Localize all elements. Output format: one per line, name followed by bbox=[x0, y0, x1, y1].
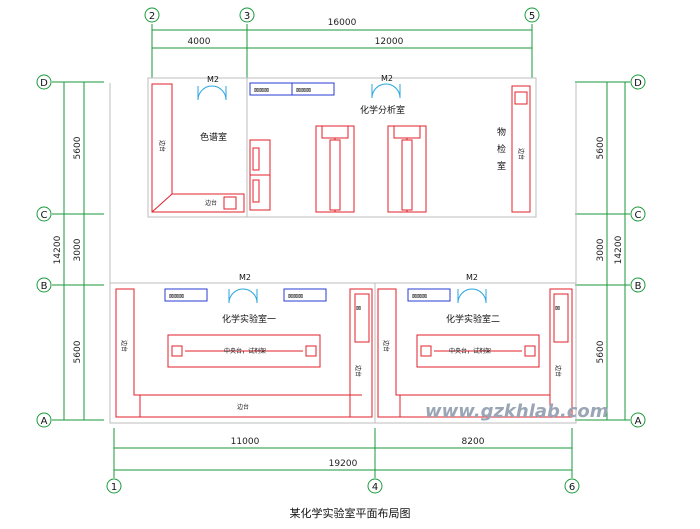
dimension-lines: 16000 4000 12000 11000 8200 19200 5600 3… bbox=[52, 18, 630, 478]
axis-right-b: B bbox=[635, 281, 642, 292]
svg-text:⊠⊠⊠: ⊠⊠⊠ bbox=[296, 87, 311, 94]
analysis-room-label: 化学分析室 bbox=[360, 104, 405, 116]
inspection-bench-label: 边台 bbox=[517, 148, 525, 160]
axis-top-5: 5 bbox=[529, 11, 535, 22]
dim-right-mid: 3000 bbox=[596, 238, 606, 261]
lab1-bench-right-label: 边台 bbox=[354, 365, 362, 377]
svg-text:⊠⊠⊠: ⊠⊠⊠ bbox=[288, 293, 303, 300]
svg-text:⊠: ⊠ bbox=[356, 305, 361, 312]
dim-bottom-total: 19200 bbox=[329, 459, 358, 469]
svg-text:⊠⊠⊠: ⊠⊠⊠ bbox=[254, 87, 269, 94]
chromatography-room-label: 色谱室 bbox=[200, 131, 227, 143]
watermark-text: www.gzkhlab.com bbox=[425, 401, 609, 422]
chromatography-bench-bottom-label: 边台 bbox=[205, 199, 217, 207]
door-m2-lab2: M2 bbox=[466, 273, 478, 282]
door-m2-chromatography: M2 bbox=[207, 75, 219, 84]
axis-left-d: D bbox=[40, 78, 48, 89]
dim-right-lower: 5600 bbox=[596, 340, 606, 363]
dim-right-upper: 5600 bbox=[596, 136, 606, 159]
dim-top-left: 4000 bbox=[188, 37, 211, 47]
axis-top-3: 3 bbox=[244, 11, 250, 22]
plan-caption: 某化学实验室平面布局图 bbox=[290, 506, 411, 520]
chromatography-room: 边台 边台 色谱室 M2 bbox=[151, 75, 245, 213]
axis-left-a: A bbox=[41, 416, 48, 427]
axis-bottom-6: 6 bbox=[569, 482, 575, 493]
lab2-bench-left-label: 边台 bbox=[382, 340, 390, 352]
inspection-room: 边台 物 检 室 bbox=[497, 85, 531, 213]
lab1-label: 化学实验室一 bbox=[222, 313, 276, 325]
svg-text:⊠⊠⊠: ⊠⊠⊠ bbox=[412, 293, 427, 300]
lab1-central-bench-label: 中央台，试剂架 bbox=[224, 347, 266, 355]
axis-bubbles: 2 3 5 1 4 6 D C B A D C B A bbox=[36, 7, 646, 494]
lab2-bench-right-label: 边台 bbox=[554, 365, 562, 377]
axis-left-b: B bbox=[41, 281, 48, 292]
dim-bottom-right: 8200 bbox=[462, 437, 485, 447]
walls bbox=[109, 77, 577, 424]
axis-top-2: 2 bbox=[149, 11, 155, 22]
axis-right-c: C bbox=[635, 210, 642, 221]
lab-room-1: ⊠⊠⊠ ⊠⊠⊠ M2 化学实验室一 边台 边台 边台 ⊠ 中央台，试剂架 bbox=[115, 273, 373, 418]
door-m2-lab1: M2 bbox=[239, 273, 251, 282]
axis-bottom-4: 4 bbox=[372, 482, 378, 493]
axis-right-a: A bbox=[635, 416, 642, 427]
svg-text:⊠: ⊠ bbox=[555, 305, 560, 312]
dim-left-lower: 5600 bbox=[73, 340, 83, 363]
lab2-central-bench-label: 中央台，试剂架 bbox=[449, 347, 491, 355]
dim-top-total: 16000 bbox=[328, 18, 357, 28]
lab2-label: 化学实验室二 bbox=[446, 313, 500, 325]
dim-left-mid: 3000 bbox=[73, 238, 83, 261]
dim-bottom-left: 11000 bbox=[231, 437, 260, 447]
inspection-label-3: 室 bbox=[497, 160, 506, 172]
chromatography-bench-left-label: 边台 bbox=[158, 140, 166, 152]
lab-room-2: ⊠⊠⊠ M2 化学实验室二 边台 边台 ⊠ 中央台，试剂架 bbox=[377, 273, 573, 418]
inspection-label-1: 物 bbox=[497, 126, 506, 138]
axis-left-c: C bbox=[41, 210, 48, 221]
lab1-bench-bottom-label: 边台 bbox=[237, 403, 249, 411]
axis-bottom-1: 1 bbox=[111, 482, 117, 493]
dim-right-total: 14200 bbox=[614, 235, 624, 264]
door-m2-analysis: M2 bbox=[381, 74, 393, 83]
inspection-label-2: 检 bbox=[497, 143, 506, 155]
axis-right-d: D bbox=[634, 78, 642, 89]
dim-top-right: 12000 bbox=[375, 37, 404, 47]
svg-text:⊠⊠⊠: ⊠⊠⊠ bbox=[169, 293, 184, 300]
lab1-bench-left-label: 边台 bbox=[120, 340, 128, 352]
analysis-room: ⊠⊠⊠ ⊠⊠⊠ M2 化学分析室 bbox=[249, 74, 427, 213]
dim-left-upper: 5600 bbox=[73, 136, 83, 159]
dim-left-total: 14200 bbox=[53, 235, 63, 264]
